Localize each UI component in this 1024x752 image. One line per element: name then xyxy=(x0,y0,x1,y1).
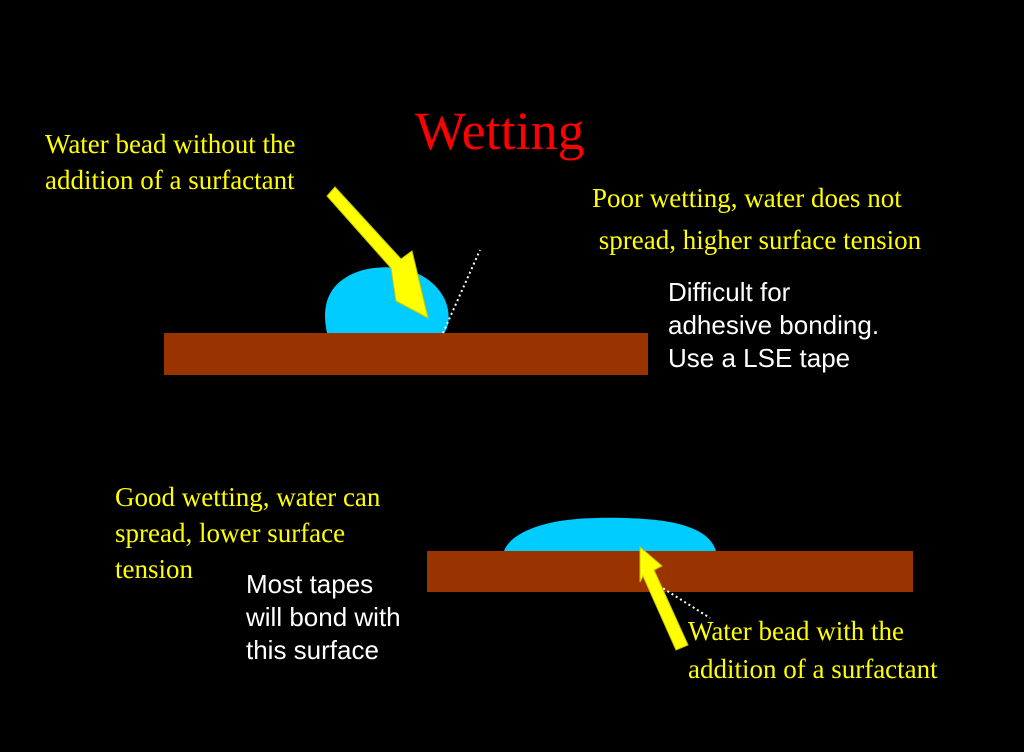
water-bead-low-tension xyxy=(504,517,716,551)
callout-with-surfactant: Water bead with the addition of a surfac… xyxy=(688,616,938,684)
page-title: Wetting xyxy=(415,101,585,161)
poor-wetting-description: Poor wetting, water does not spread, hig… xyxy=(592,183,922,255)
lse-tape-note: Difficult for adhesive bonding. Use a LS… xyxy=(668,277,880,373)
water-bead-high-tension xyxy=(325,267,449,333)
arrow-top xyxy=(326,186,429,319)
most-tapes-note: Most tapes will bond with this surface xyxy=(246,569,401,665)
arrow-bottom xyxy=(639,545,689,651)
callout-without-surfactant: Water bead without the addition of a sur… xyxy=(45,129,296,195)
contact-angle-line-top xyxy=(442,249,481,334)
surface-top xyxy=(164,333,648,375)
surface-bottom xyxy=(427,551,913,592)
good-wetting-description: Good wetting, water can spread, lower su… xyxy=(115,482,381,584)
contact-angle-line-bottom xyxy=(641,574,711,619)
